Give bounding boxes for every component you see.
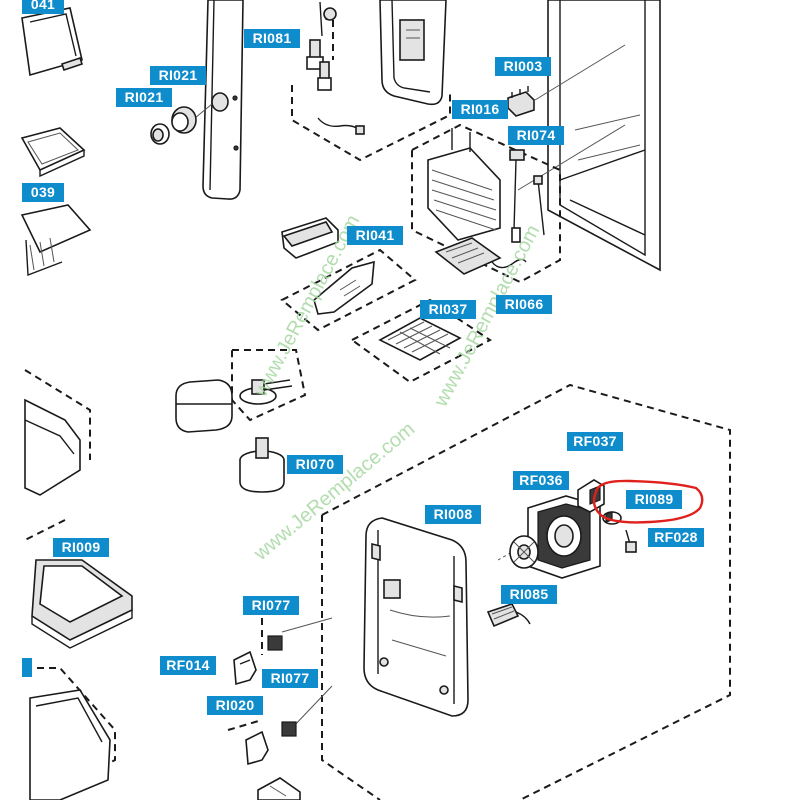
fan-wheel <box>497 535 539 569</box>
label-rf036: RF036 <box>513 471 569 490</box>
label-ri077-b: RI077 <box>262 669 318 688</box>
connector-rf028 <box>625 529 637 553</box>
group-ri037 <box>350 298 492 384</box>
bracket-ri041 <box>313 260 375 315</box>
shelf-top-left <box>21 7 84 77</box>
label-ri041-top: 041 <box>22 0 64 14</box>
group-ri016 <box>411 123 561 284</box>
water-filter-cartridge <box>239 437 285 493</box>
label-ri089: RI089 <box>626 490 682 509</box>
fan-housing <box>527 495 601 579</box>
label-ri020: RI020 <box>207 696 263 715</box>
group-ri041 <box>280 248 417 332</box>
label-ri016: RI016 <box>452 100 508 119</box>
label-ri081: RI081 <box>244 29 300 48</box>
label-ri037: RI037 <box>420 300 476 319</box>
door-panel <box>202 0 244 200</box>
label-ri041: RI041 <box>347 226 403 245</box>
label-ri039: 039 <box>22 183 64 202</box>
door-liner <box>379 0 447 106</box>
lamp-bulbs <box>306 1 337 91</box>
group-left-upper <box>24 369 91 541</box>
heater-element <box>486 603 531 628</box>
group-ri081 <box>291 20 451 162</box>
shelf-wire-left <box>20 204 92 276</box>
evaporator-coil <box>427 128 501 241</box>
fridge-cabinet <box>547 0 661 272</box>
label-rf014: RF014 <box>160 656 216 675</box>
temperature-sensor <box>509 149 545 243</box>
group-control-panel <box>321 383 731 800</box>
vegetable-bin <box>29 689 111 800</box>
switch-ri020 <box>245 730 269 766</box>
filter-housing <box>175 379 233 433</box>
group-switches <box>227 618 263 731</box>
label-rf037: RF037 <box>567 432 623 451</box>
lamp-cable <box>317 117 361 131</box>
label-ri021-b: RI021 <box>116 88 172 107</box>
switch-ri077-a <box>267 635 283 651</box>
label-ri074: RI074 <box>508 126 564 145</box>
label-ri070: RI070 <box>287 455 343 474</box>
crisper-drawer <box>24 398 81 496</box>
drip-tray <box>434 237 527 275</box>
glass-shelf-ri009 <box>31 559 133 649</box>
label-ri077-a: RI077 <box>243 596 299 615</box>
label-ri009: RI009 <box>53 538 109 557</box>
label-ri085: RI085 <box>501 585 557 604</box>
control-housing <box>363 517 469 717</box>
filter-head <box>239 379 293 405</box>
connector-ri003 <box>507 86 535 117</box>
highlight-circle <box>592 479 704 524</box>
label-ri021-a: RI021 <box>150 66 206 85</box>
label-ri003: RI003 <box>495 57 551 76</box>
air-filter <box>378 317 462 361</box>
label-ri008: RI008 <box>425 505 481 524</box>
leader-switches <box>281 617 333 729</box>
switch-rf014 <box>233 650 257 686</box>
shelf-glass-left <box>20 127 86 178</box>
door-button-assembly <box>150 103 213 145</box>
label-rf028: RF028 <box>648 528 704 547</box>
door-bin <box>281 217 339 259</box>
bottom-part <box>257 777 301 800</box>
switch-ri077-b <box>281 721 297 737</box>
label-partial-left <box>22 658 32 677</box>
label-ri066: RI066 <box>496 295 552 314</box>
